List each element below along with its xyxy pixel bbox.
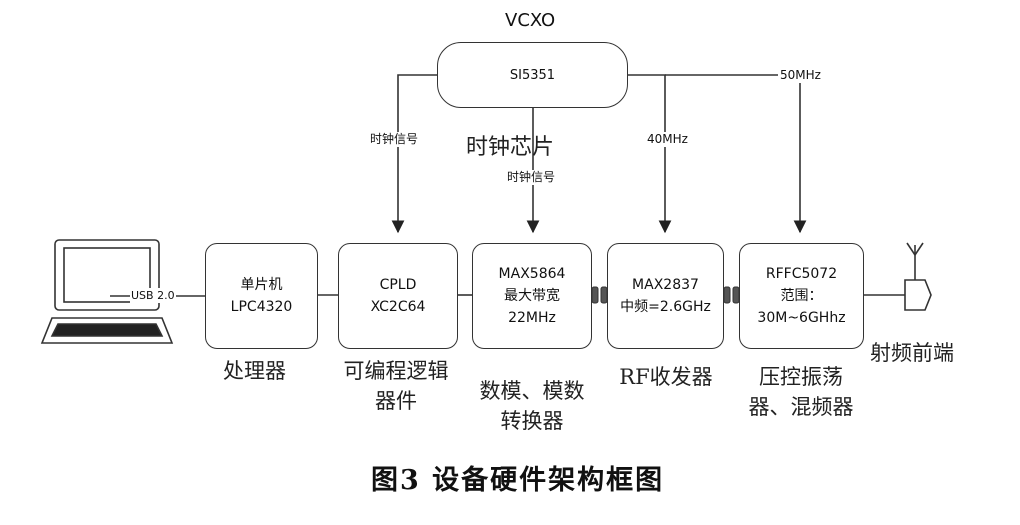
- signal-label-rf-clock: 40MHz: [645, 132, 690, 147]
- mixer-caption-line1: 压控振荡: [759, 365, 843, 389]
- cpld-name: CPLD: [379, 277, 417, 293]
- dac-bandwidth-label: 最大带宽: [504, 288, 560, 304]
- clock-chip-label: SI5351: [509, 67, 556, 83]
- rf-caption: RF收发器: [619, 365, 713, 389]
- usb-label: USB 2.0: [130, 288, 176, 303]
- bus-connector-rf-mixer: [723, 286, 740, 304]
- dac-model: MAX5864: [498, 266, 566, 282]
- clock-line-cpld: [391, 74, 437, 234]
- rf-transceiver-block: MAX2837 中频=2.6GHz: [607, 243, 724, 349]
- mixer-caption-line2: 器、混频器: [748, 395, 854, 419]
- rf-if-frequency: 中频=2.6GHz: [620, 299, 711, 315]
- rf-model: MAX2837: [632, 277, 699, 293]
- laptop-icon: [40, 239, 174, 344]
- vcxo-title: VCXO: [505, 10, 556, 31]
- mixer-block: RFFC5072 范围： 30M~6GHhz: [739, 243, 864, 349]
- mcu-name: 单片机: [240, 277, 283, 293]
- signal-label-dac-clock: 时钟信号: [505, 170, 558, 185]
- clock-line-rf: [628, 74, 672, 234]
- mcu-caption: 处理器: [223, 359, 286, 383]
- mixer-range-label: 范围：: [780, 288, 823, 304]
- mcu-model: LPC4320: [230, 299, 293, 315]
- dac-bandwidth-value: 22MHz: [508, 310, 556, 326]
- dac-adc-block: MAX5864 最大带宽 22MHz: [472, 243, 592, 349]
- clock-chip-box: SI5351: [437, 42, 628, 108]
- dac-caption-line2: 转换器: [500, 409, 564, 433]
- clock-line-mixer: [665, 74, 807, 234]
- dac-caption-line1: 数模、模数: [479, 379, 585, 403]
- cpld-caption: 可编程逻辑 器件: [336, 356, 456, 416]
- signal-label-cpld-clock: 时钟信号: [368, 132, 421, 147]
- bus-connector-dac-rf: [591, 286, 608, 304]
- dac-caption: 数模、模数 转换器: [470, 376, 594, 436]
- clock-chip-caption: 时钟芯片: [466, 135, 555, 160]
- figure-caption: 图3 设备硬件架构框图: [371, 465, 665, 496]
- mixer-caption: 压控振荡 器、混频器: [738, 362, 864, 422]
- cpld-caption-line2: 器件: [375, 389, 417, 413]
- antenna-caption: 射频前端: [870, 341, 954, 365]
- mcu-block: 单片机 LPC4320: [205, 243, 318, 349]
- cpld-block: CPLD XC2C64: [338, 243, 458, 349]
- mixer-model: RFFC5072: [765, 266, 838, 282]
- antenna-icon: [904, 242, 932, 311]
- mixer-range-value: 30M~6GHhz: [757, 310, 846, 326]
- cpld-model: XC2C64: [370, 299, 426, 315]
- signal-label-mixer-clock: 50MHz: [778, 68, 823, 83]
- cpld-caption-line1: 可编程逻辑: [343, 359, 449, 383]
